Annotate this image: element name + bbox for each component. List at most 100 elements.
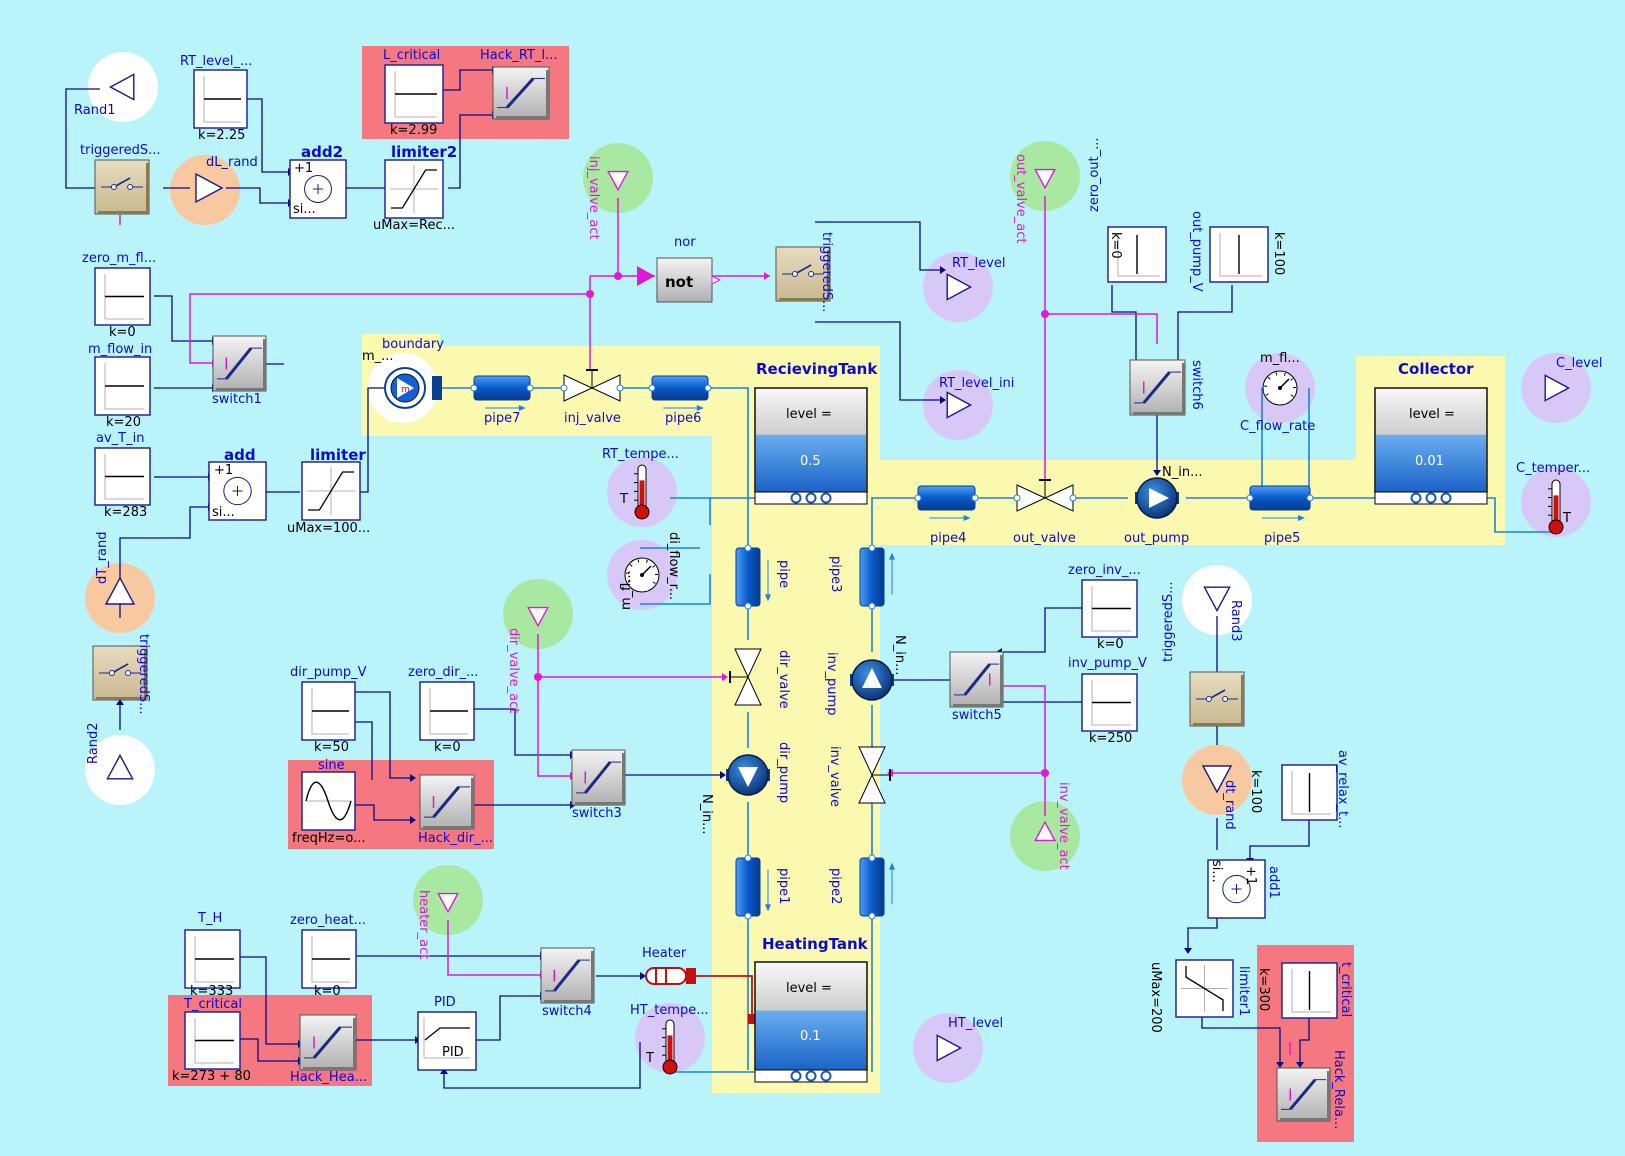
av-T-in-const[interactable]	[94, 447, 151, 506]
inv-pump-k: k=250	[1089, 731, 1133, 746]
triggered1-label: triggeredS...	[80, 143, 161, 158]
switch6-block[interactable]	[1129, 359, 1186, 416]
inv-pump-component	[850, 659, 894, 701]
t-critical-const[interactable]	[184, 1011, 241, 1070]
dt-rand-label: dt_rand	[1222, 780, 1237, 830]
pipe-label: pipe	[776, 560, 791, 589]
dir-valve-act-label: dir_valve_act	[506, 628, 521, 714]
switch1-block[interactable]	[212, 335, 267, 392]
pipe4-label: pipe4	[930, 531, 967, 546]
av-relax-k: k=100	[1248, 770, 1263, 814]
pipe3-label: pipe3	[828, 556, 843, 593]
out-pump-label: out_pump	[1124, 531, 1190, 546]
hack-relax-switch[interactable]	[1276, 1067, 1331, 1122]
svg-text:m: m	[401, 385, 410, 395]
switch4-block[interactable]	[540, 947, 595, 1004]
sine-label: sine	[318, 758, 345, 773]
zero-dir-const[interactable]	[419, 681, 475, 741]
c-flow-sensor-label: m_fl...	[1260, 351, 1300, 366]
add2-block[interactable]	[289, 159, 347, 219]
zero-inv-const[interactable]	[1081, 579, 1138, 638]
switch3-label: switch3	[572, 806, 622, 821]
out-pump-V-const[interactable]	[1209, 226, 1269, 283]
not-text: not	[665, 273, 694, 291]
zero-out-const[interactable]	[1107, 226, 1167, 283]
signal-wires	[65, 69, 1310, 1089]
add1-plus: +1	[1243, 866, 1258, 886]
add2-label: add2	[301, 143, 344, 161]
heating-tank-label: HeatingTank	[762, 935, 868, 953]
m-fl-side-label: m_fl...	[619, 570, 634, 610]
zero-heat-const[interactable]	[301, 929, 357, 989]
sine-source[interactable]	[301, 771, 356, 831]
zero-inv-k: k=0	[1097, 637, 1124, 652]
T-H-const[interactable]	[184, 929, 241, 989]
hack-rt-switch[interactable]	[492, 66, 550, 120]
pipe7-label: pipe7	[484, 411, 521, 426]
dir-pump-V-label: dir_pump_V	[290, 665, 367, 680]
t-critical-label: T_critical	[184, 997, 242, 1012]
inv-pump-V-const[interactable]	[1081, 673, 1138, 732]
zero-m-flow-k: k=0	[109, 325, 136, 340]
limiter-block[interactable]	[301, 461, 361, 521]
heater-act-source	[437, 892, 459, 914]
rand3-label: Rand3	[1228, 600, 1243, 642]
pipe1-label: pipe1	[776, 868, 791, 905]
add1-block[interactable]	[1207, 859, 1266, 919]
add-block[interactable]	[208, 461, 267, 521]
boundary-port: m_...	[362, 349, 394, 364]
rt-level-out	[946, 273, 973, 301]
heater-act-label: heater_act	[416, 890, 431, 960]
rt-temp-T: T	[620, 492, 628, 507]
limiter1-block[interactable]	[1175, 959, 1234, 1018]
pid-controller[interactable]	[417, 1011, 477, 1071]
zero-m-flow-const[interactable]	[94, 267, 151, 326]
dir-pump-V-const[interactable]	[301, 681, 356, 741]
rt-level-const[interactable]	[193, 69, 248, 129]
av-relax-const[interactable]	[1281, 764, 1338, 821]
add1-label: add1	[1266, 866, 1281, 899]
switch5-block[interactable]	[949, 651, 1004, 708]
fluid-area	[362, 334, 1505, 1093]
c-flow-sensor	[1262, 370, 1298, 406]
rt-value: 0.5	[800, 454, 821, 469]
m-flow-in-const[interactable]	[94, 356, 151, 416]
m-flow-in-k: k=20	[106, 415, 141, 430]
rt-level-out-label: RT_level	[952, 256, 1006, 271]
dT-rand-gain	[104, 576, 136, 605]
switch6-label: switch6	[1189, 360, 1204, 410]
switch1-label: switch1	[212, 392, 262, 407]
fluid-lines	[440, 387, 1555, 1073]
rt-temp-sensor	[634, 464, 650, 520]
pipe2-label: pipe2	[828, 868, 843, 905]
zero-m-flow-label: zero_m_fl...	[82, 251, 157, 266]
hack-heat-switch[interactable]	[299, 1014, 357, 1071]
heat-port	[748, 1014, 758, 1024]
rand2-label: Rand2	[86, 722, 101, 764]
limiter2-block[interactable]	[384, 159, 444, 219]
pipe6-label: pipe6	[665, 411, 702, 426]
triggered-sampler-3[interactable]	[775, 246, 831, 302]
heater-component	[645, 967, 696, 985]
rt-level-const-label: RT_level_...	[180, 54, 253, 69]
triggered-sampler-1[interactable]	[94, 159, 150, 215]
rand1-source	[108, 73, 135, 101]
pipe3-component	[859, 544, 895, 610]
triggered-sampler-4[interactable]	[1189, 671, 1245, 727]
hack-dir-switch[interactable]	[419, 774, 475, 830]
l-critical-const[interactable]	[384, 64, 444, 124]
inv-valve-act-source	[1034, 820, 1056, 842]
t-critical-right-const[interactable]	[1281, 962, 1338, 1019]
dir-pump-component	[726, 754, 770, 796]
inj-valve-act-label: inj_valve_act	[586, 156, 601, 240]
ht-level-eq: level =	[786, 981, 832, 996]
switch3-block[interactable]	[571, 749, 626, 806]
triggered-sampler-2[interactable]	[92, 645, 148, 701]
ht-temp-label: HT_tempe...	[630, 1003, 709, 1018]
collector-value: 0.01	[1415, 454, 1444, 469]
ht-level-out	[936, 1034, 963, 1062]
add1-si: si...	[1209, 860, 1224, 883]
t-critical-right-label: t_critical	[1338, 962, 1353, 1018]
nor-not-gate[interactable]	[656, 257, 722, 303]
